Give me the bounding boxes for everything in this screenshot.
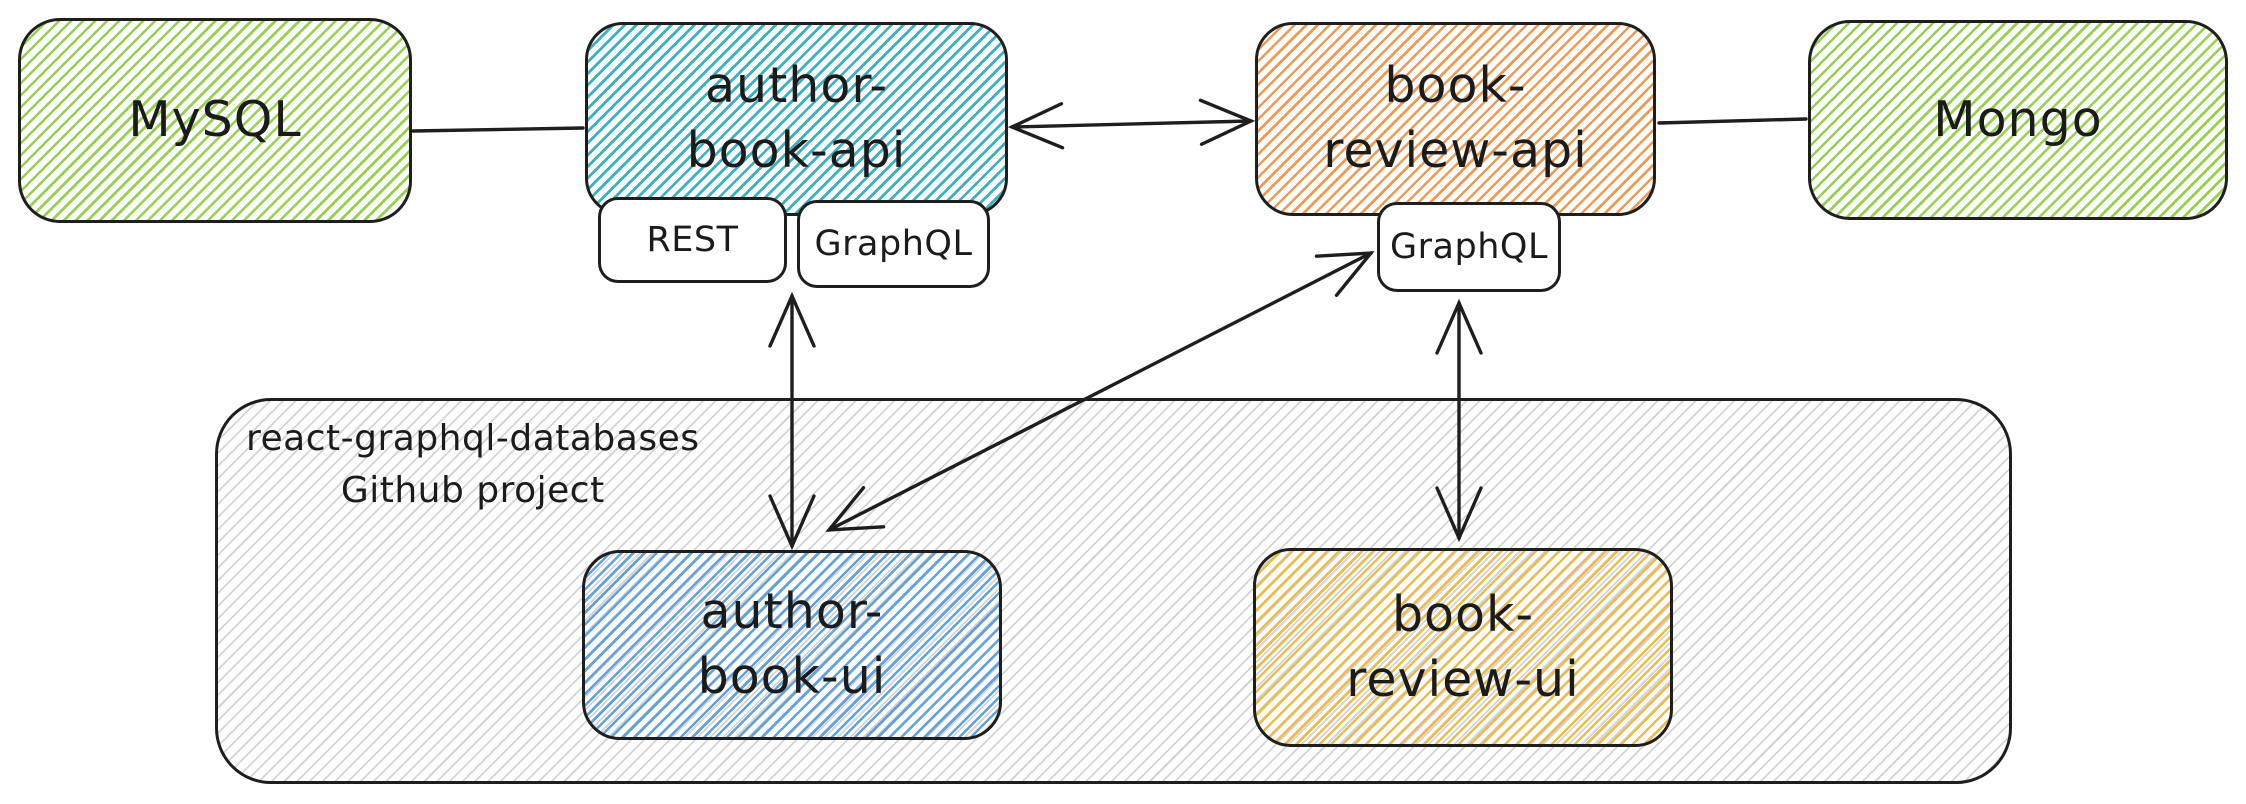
node-author-book-api: author- book-api bbox=[585, 22, 1008, 216]
node-mysql-label: MySQL bbox=[128, 91, 302, 149]
group-label: react-graphql-databases Github project bbox=[246, 418, 700, 512]
node-book-review-ui-label: book- review-ui bbox=[1346, 585, 1580, 708]
badge-rest-label: REST bbox=[646, 219, 739, 260]
node-author-book-ui: author- book-ui bbox=[582, 550, 1002, 740]
arrow-mysql-to-author-book-api bbox=[411, 126, 585, 133]
arrow-author-book-api-to-book-review-api bbox=[1007, 98, 1256, 150]
node-author-book-ui-label: author- book-ui bbox=[697, 583, 887, 705]
arrow-book-review-api-to-mongo bbox=[1657, 117, 1808, 125]
badge-rest: REST bbox=[598, 197, 787, 283]
group-react-graphql-databases: react-graphql-databases Github project bbox=[215, 398, 2012, 784]
badge-graphql-book-review-api: GraphQL bbox=[1377, 202, 1561, 292]
node-mongo: Mongo bbox=[1808, 20, 2228, 220]
node-mysql: MySQL bbox=[18, 18, 412, 223]
node-book-review-api: book- review-api bbox=[1255, 22, 1656, 216]
node-book-review-api-label: book- review-api bbox=[1323, 57, 1588, 179]
node-book-review-ui: book- review-ui bbox=[1253, 548, 1673, 747]
badge-graphql-author-book-api: GraphQL bbox=[797, 200, 990, 288]
node-mongo-label: Mongo bbox=[1933, 90, 2103, 148]
badge-graphql-author-book-api-label: GraphQL bbox=[814, 223, 973, 264]
node-author-book-api-label: author- book-api bbox=[686, 57, 907, 179]
badge-graphql-book-review-api-label: GraphQL bbox=[1390, 226, 1548, 267]
